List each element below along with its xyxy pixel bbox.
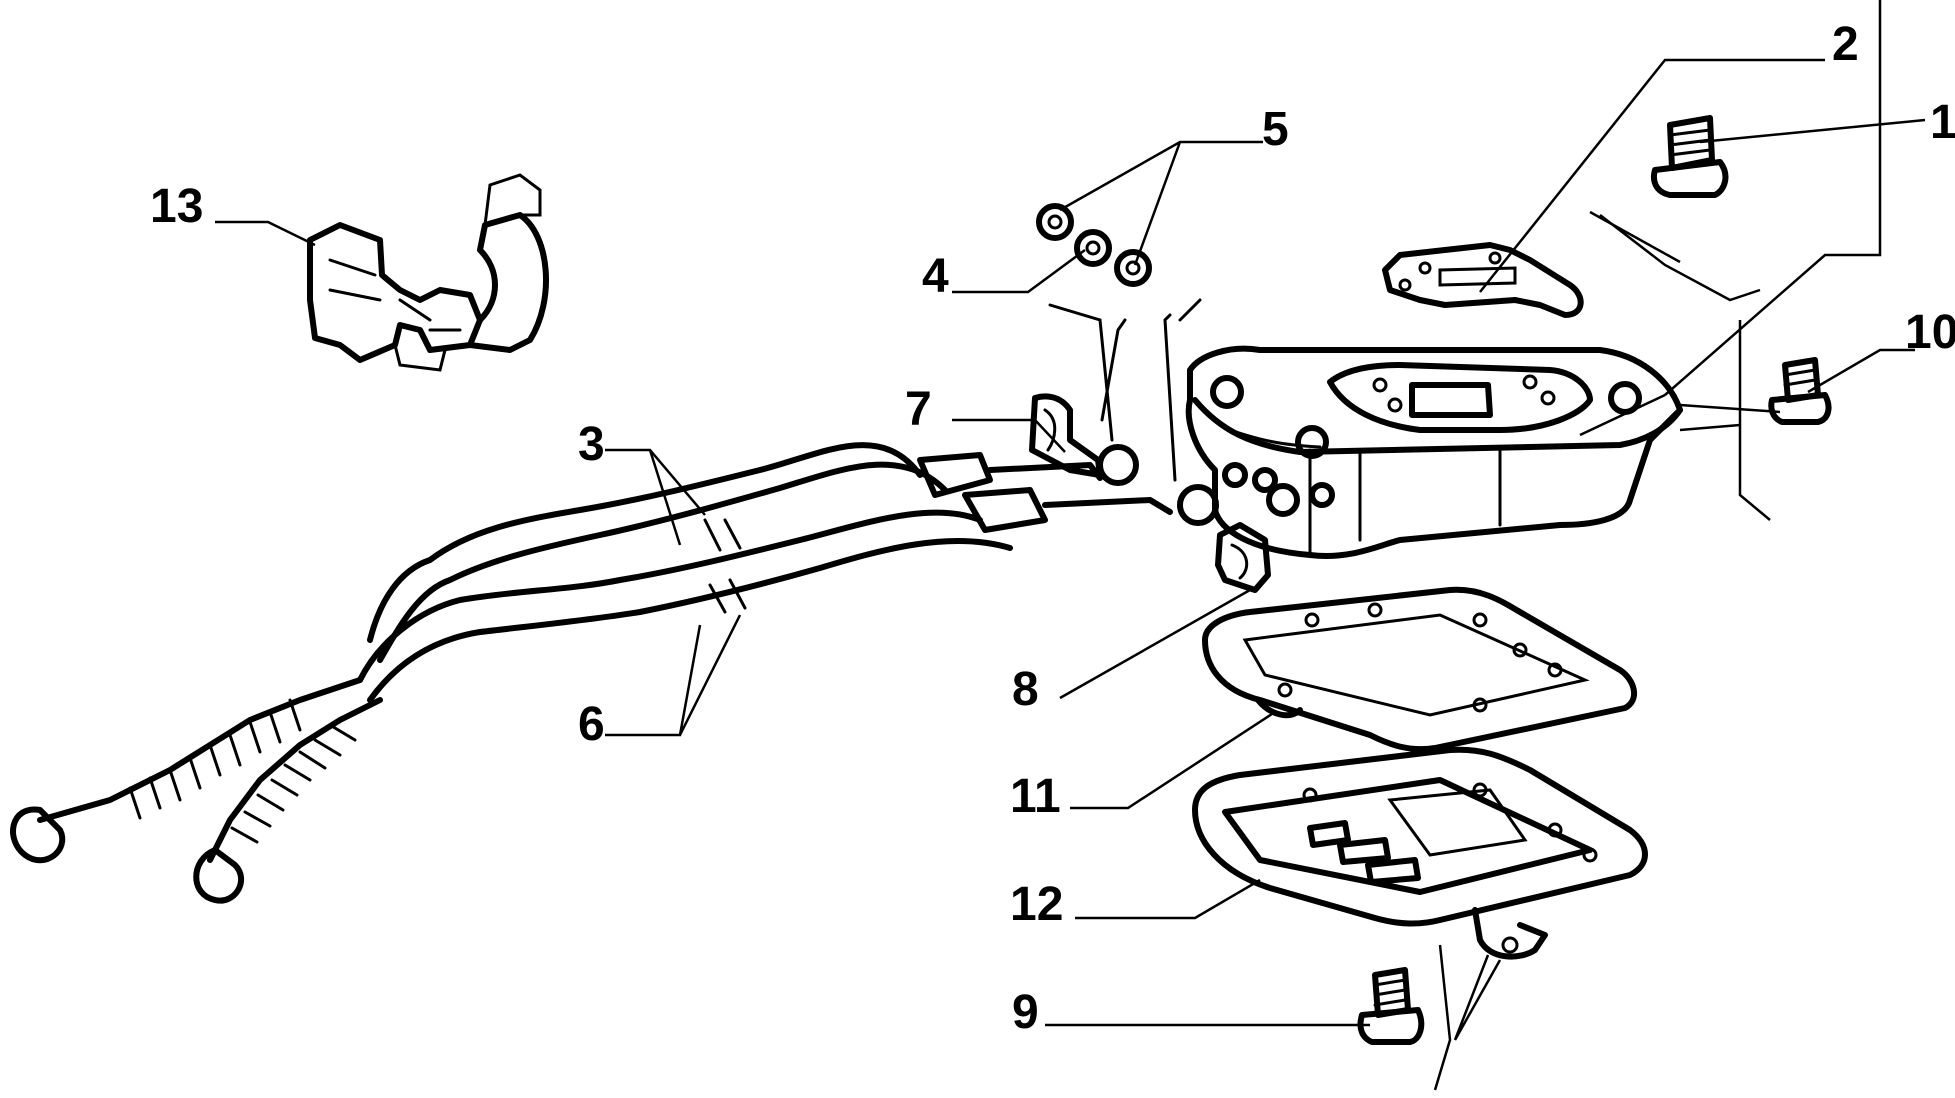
callout-13: 13	[150, 180, 203, 233]
gasket	[1202, 586, 1637, 753]
bolt-9	[1357, 967, 1425, 1045]
leader-13	[215, 220, 316, 247]
callout-10: 10	[1905, 306, 1955, 359]
base-plate	[1192, 746, 1648, 960]
callout-labels: 1 2 3 4 5 6 7 8 9 10 11 12 13	[150, 18, 1955, 1039]
callout-2: 2	[1832, 18, 1859, 71]
cover-plate	[1382, 242, 1584, 318]
callout-8: 8	[1012, 663, 1039, 716]
callout-7: 7	[905, 383, 932, 436]
washers	[1036, 203, 1202, 482]
control-housing	[1185, 345, 1683, 559]
bolt-10	[1768, 357, 1832, 425]
leader-lines	[605, 0, 1926, 1091]
bolt-1	[1650, 115, 1729, 198]
callout-6: 6	[578, 698, 605, 751]
callout-5: 5	[1262, 103, 1289, 156]
callout-3: 3	[578, 418, 605, 471]
callout-4: 4	[922, 250, 949, 303]
callout-9: 9	[1012, 986, 1039, 1039]
cable-bracket-clip	[307, 173, 549, 372]
small-clip	[1215, 522, 1271, 593]
callout-11: 11	[1010, 770, 1061, 823]
callout-1: 1	[1930, 96, 1955, 149]
callout-12: 12	[1010, 878, 1063, 931]
retaining-clip	[1029, 393, 1103, 478]
